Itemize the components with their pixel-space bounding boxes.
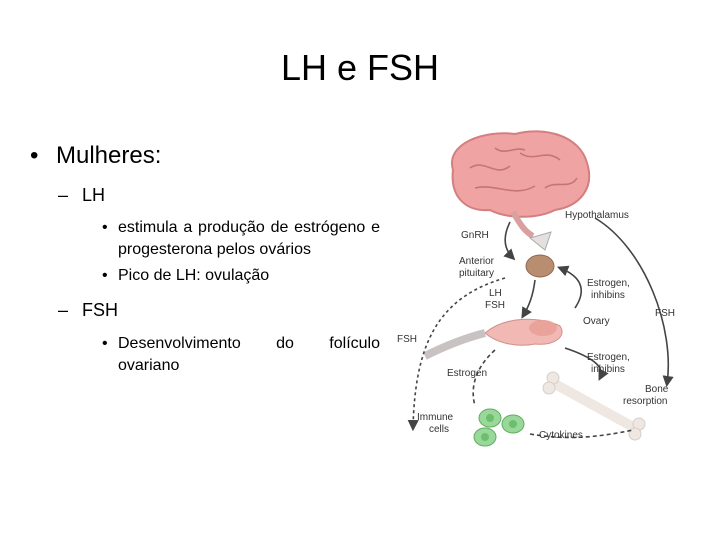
label-cells: cells xyxy=(429,424,449,435)
bullet-fsh: FSH xyxy=(58,297,390,323)
bullet-list: Mulheres: LH estimula a produção de estr… xyxy=(30,140,390,377)
label-inhibins-bottom: inhibins xyxy=(591,364,625,375)
label-estrogen-inhibins-bottom: Estrogen, xyxy=(587,352,630,363)
label-estrogen: Estrogen xyxy=(447,368,487,379)
label-fsh-center: FSH xyxy=(485,300,505,311)
label-immune: Immune xyxy=(417,412,454,423)
bullet-lh-peak: Pico de LH: ovulação xyxy=(98,265,380,287)
label-ovary: Ovary xyxy=(583,316,610,327)
brain-illustration xyxy=(450,130,591,239)
label-gnrh: GnRH xyxy=(461,230,489,241)
label-lh: LH xyxy=(489,288,502,299)
bullet-lh-effect: estimula a produção de estrógeno e proge… xyxy=(98,217,380,261)
bullet-lh: LH xyxy=(58,182,390,208)
slide-title: LH e FSH xyxy=(280,47,440,88)
immune-cells-illustration xyxy=(473,408,525,447)
bone-illustration xyxy=(542,371,646,441)
label-pituitary: pituitary xyxy=(459,268,494,279)
pituitary-illustration xyxy=(525,231,555,278)
label-resorption: resorption xyxy=(623,396,667,407)
label-fsh-right: FSH xyxy=(655,308,675,319)
label-bone: Bone xyxy=(645,384,669,395)
label-fsh-left: FSH xyxy=(397,334,417,345)
ovary-illustration xyxy=(423,318,563,360)
bullet-fsh-effect: Desenvolvimento do folículo ovariano xyxy=(98,333,380,377)
label-hypothalamus: Hypothalamus xyxy=(565,210,629,221)
pathway-arrows xyxy=(407,217,674,439)
label-cytokines: Cytokines xyxy=(539,430,583,441)
bullet-women: Mulheres: xyxy=(30,140,390,172)
label-anterior: Anterior xyxy=(459,256,495,267)
label-estrogen-inhibins-top: Estrogen, xyxy=(587,278,630,289)
label-inhibins-top: inhibins xyxy=(591,290,625,301)
hormone-diagram: Hypothalamus GnRH Anterior pituitary Est… xyxy=(397,130,675,447)
